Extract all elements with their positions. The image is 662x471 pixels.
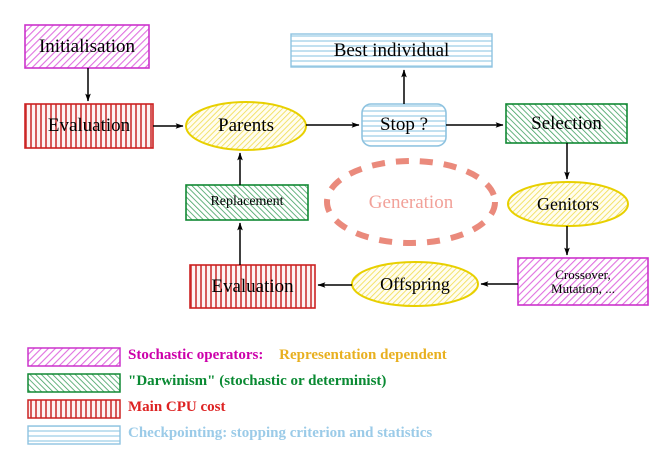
node-genitors bbox=[507, 181, 629, 227]
node-generation bbox=[324, 158, 498, 246]
node-replacement bbox=[185, 184, 309, 221]
legend-label-cpu-cost: Main CPU cost bbox=[128, 399, 226, 415]
node-offspring bbox=[351, 261, 479, 307]
node-evaluation-bottom bbox=[189, 264, 316, 309]
legend-swatch-darwinism bbox=[27, 373, 121, 393]
legend-label-darwinism: "Darwinism" (stochastic or determinist) bbox=[128, 373, 387, 389]
legend-swatch-cpu-cost bbox=[27, 399, 121, 419]
legend-label-stochastic: Stochastic operators: Representation dep… bbox=[128, 347, 447, 364]
node-evaluation-top bbox=[24, 103, 154, 149]
node-crossover-mutation bbox=[517, 257, 649, 306]
node-stop bbox=[361, 103, 447, 147]
node-initialisation bbox=[24, 24, 150, 69]
node-parents bbox=[185, 101, 307, 151]
legend-label-stochastic-part2: Representation dependent bbox=[279, 347, 447, 363]
legend-swatch-checkpointing bbox=[27, 425, 121, 445]
legend-label-checkpointing: Checkpointing: stopping criterion and st… bbox=[128, 425, 433, 441]
node-selection bbox=[505, 103, 628, 144]
legend-swatch-stochastic bbox=[27, 347, 121, 367]
node-best-individual bbox=[290, 33, 493, 68]
legend-label-stochastic-part1: Stochastic operators: bbox=[128, 347, 264, 363]
